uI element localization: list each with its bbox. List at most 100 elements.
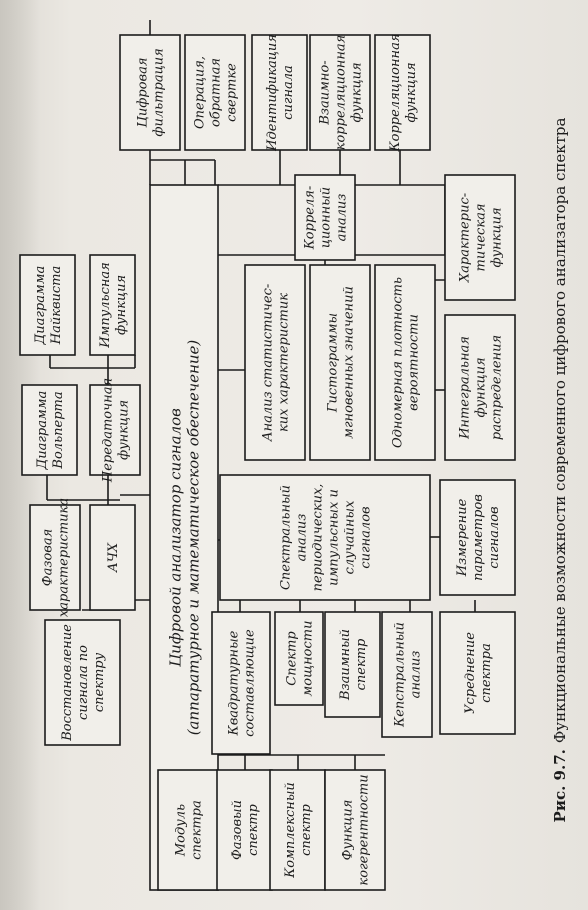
cepstral-analysis-block-label-line: анализ bbox=[409, 651, 424, 699]
complex-spectrum-block-label-line: спектр bbox=[299, 803, 314, 855]
probability-density-block-label-line: вероятности bbox=[407, 314, 422, 411]
histograms-block: Гистограммымгновенных значений bbox=[309, 264, 371, 461]
probability-density-block: Одномерная плотностьвероятности bbox=[374, 264, 436, 461]
cumulative-distribution-block-frame bbox=[444, 314, 516, 461]
afc-block-label-line: АЧХ bbox=[106, 542, 121, 573]
transfer-function-block-label: Передаточнаяфункция bbox=[101, 378, 132, 483]
histograms-block-frame bbox=[309, 264, 371, 461]
coherence-function-block-label-line: Функция bbox=[341, 800, 356, 861]
phase-spectrum-block-label: Фазовыйспектр bbox=[230, 800, 261, 860]
histograms-block-label-line: Гистограммы bbox=[326, 313, 341, 413]
afc-block-frame bbox=[89, 504, 136, 611]
signal-identification-block: Идентификациясигнала bbox=[251, 34, 308, 152]
cross-correlation-function-block-label: Взаимно-корреляционнаяфункция bbox=[318, 35, 365, 151]
phase-characteristic-block-frame bbox=[29, 504, 81, 611]
deconvolution-block-frame bbox=[184, 34, 246, 151]
impulse-function-block-label-line: Импульсная bbox=[98, 262, 113, 349]
cross-spectrum-block-label-line: спектр bbox=[354, 638, 369, 690]
histograms-block-label: Гистограммымгновенных значений bbox=[326, 286, 357, 439]
signal-restoration-block-label: Восстановлениесигнала поспектру bbox=[60, 624, 107, 742]
cross-spectrum-block-label: Взаимныйспектр bbox=[338, 629, 369, 701]
figure-caption: Рис. 9.7. Функциональные возможности совр… bbox=[540, 0, 580, 910]
signal-parameters-block-label-line: Измерение bbox=[455, 498, 470, 577]
characteristic-function-block-frame bbox=[444, 174, 516, 301]
phase-characteristic-block-label-line: Фазовая bbox=[41, 529, 56, 586]
characteristic-function-block-label-line: Характерис- bbox=[458, 193, 473, 283]
spectral-analysis-block-label-line: сигналов bbox=[359, 506, 374, 568]
nyquist-diagram-block-label: ДиаграммаНайквиста bbox=[33, 266, 64, 346]
phase-spectrum-block-frame bbox=[216, 769, 273, 891]
complex-spectrum-block: Комплексныйспектр bbox=[269, 769, 326, 891]
spectral-analysis-block-frame bbox=[219, 474, 431, 601]
histograms-block-label-line: мгновенных значений bbox=[342, 286, 357, 439]
complex-spectrum-block-label: Комплексныйспектр bbox=[283, 782, 314, 879]
impulse-function-block: Импульснаяфункция bbox=[89, 254, 136, 356]
quadrature-components-block-label-line: Квадратурные bbox=[227, 630, 242, 736]
figure-title: Функциональные возможности современного … bbox=[551, 117, 569, 744]
correlation-analysis-block-frame bbox=[294, 174, 356, 261]
correlation-analysis-block: Корреля-ционныйанализ bbox=[294, 174, 356, 261]
signal-identification-block-label: Идентификациясигнала bbox=[265, 34, 296, 152]
digital-filtering-block-label: Цифроваяфильтрация bbox=[136, 48, 167, 136]
spectral-analysis-block: Спектральныйанализпериодических,импульсн… bbox=[219, 474, 431, 601]
power-spectrum-block-label: Спектрмощности bbox=[285, 621, 316, 697]
cross-correlation-function-block-label-line: функция bbox=[350, 62, 365, 122]
signal-restoration-block-frame bbox=[44, 619, 121, 746]
coherence-function-block-frame bbox=[324, 769, 386, 891]
signal-parameters-block-frame bbox=[439, 479, 516, 596]
cumulative-distribution-block-label-line: функция bbox=[474, 357, 489, 417]
probability-density-block-frame bbox=[374, 264, 436, 461]
cross-correlation-function-block-frame bbox=[309, 34, 371, 151]
central-analyzer-block-label-line: Цифровой анализатор сигналов bbox=[166, 408, 184, 667]
cumulative-distribution-block: Интегральнаяфункцияраспределения bbox=[444, 314, 516, 461]
statistical-analysis-block-label-line: Анализ статистичес- bbox=[261, 284, 276, 443]
spectrum-module-block: Модульспектра bbox=[157, 769, 219, 891]
signal-identification-block-label-line: Идентификация bbox=[265, 34, 280, 152]
cross-spectrum-block-frame bbox=[324, 611, 381, 718]
central-analyzer-block-label: Цифровой анализатор сигналов(аппаратурно… bbox=[166, 340, 202, 736]
nyquist-diagram-block-frame bbox=[19, 254, 76, 356]
phase-characteristic-block-label: Фазоваяхарактеристика bbox=[41, 498, 72, 617]
power-spectrum-block-label-line: мощности bbox=[301, 621, 316, 697]
phase-spectrum-block: Фазовыйспектр bbox=[216, 769, 273, 891]
signal-identification-block-frame bbox=[251, 34, 308, 151]
spectrum-module-block-label-line: Модуль bbox=[174, 804, 189, 857]
coherence-function-block-label-line: когерентности bbox=[357, 774, 372, 885]
transfer-function-block-frame bbox=[89, 384, 141, 476]
phase-characteristic-block-label-line: характеристика bbox=[57, 498, 72, 617]
bode-diagram-block-frame bbox=[21, 384, 78, 476]
correlation-function-block: Корреляционнаяфункция bbox=[374, 34, 431, 152]
phase-spectrum-block-label-line: спектр bbox=[246, 803, 261, 855]
spectrum-averaging-block-label-line: Усреднение bbox=[463, 632, 478, 714]
spectrum-averaging-block-label-line: спектра bbox=[479, 643, 494, 703]
spectrum-averaging-block-frame bbox=[439, 611, 516, 735]
bode-diagram-block-label-line: Вольперта bbox=[51, 391, 66, 469]
spectrum-module-block-label-line: спектра bbox=[190, 800, 205, 860]
cross-correlation-function-block-label-line: корреляционная bbox=[334, 35, 349, 151]
signal-identification-block-label-line: сигнала bbox=[281, 65, 296, 120]
characteristic-function-block-label-line: функция bbox=[490, 207, 505, 267]
correlation-function-block-frame bbox=[374, 34, 431, 151]
cumulative-distribution-block-label: Интегральнаяфункцияраспределения bbox=[458, 335, 505, 440]
statistical-analysis-block-frame bbox=[244, 264, 306, 461]
digital-filtering-block-frame bbox=[119, 34, 181, 151]
transfer-function-block: Передаточнаяфункция bbox=[89, 378, 141, 483]
characteristic-function-block-label-line: тическая bbox=[474, 204, 489, 272]
figure-number: Рис. 9.7. bbox=[551, 749, 569, 823]
complex-spectrum-block-frame bbox=[269, 769, 326, 891]
spectral-analysis-block-label-line: случайных bbox=[343, 500, 358, 574]
quadrature-components-block: Квадратурныесоставляющие bbox=[211, 611, 271, 755]
phase-spectrum-block-label-line: Фазовый bbox=[230, 800, 245, 860]
probability-density-block-label: Одномерная плотностьвероятности bbox=[391, 277, 422, 448]
impulse-function-block-label-line: функция bbox=[114, 275, 129, 335]
cepstral-analysis-block: Кепстральныйанализ bbox=[381, 611, 433, 738]
correlation-analysis-block-label-line: ционный bbox=[319, 187, 334, 248]
spectral-analysis-block-label-line: импульсных и bbox=[327, 489, 342, 586]
coherence-function-block-label: Функциякогерентности bbox=[341, 774, 372, 885]
nyquist-diagram-block-label-line: Диаграмма bbox=[33, 266, 48, 346]
cross-correlation-function-block: Взаимно-корреляционнаяфункция bbox=[309, 34, 371, 151]
spectrum-averaging-block: Усреднениеспектра bbox=[439, 611, 516, 735]
characteristic-function-block: Характерис-тическаяфункция bbox=[444, 174, 516, 301]
afc-block-label: АЧХ bbox=[106, 542, 121, 573]
deconvolution-block-label: Операция,обратнаясвертке bbox=[193, 56, 240, 129]
